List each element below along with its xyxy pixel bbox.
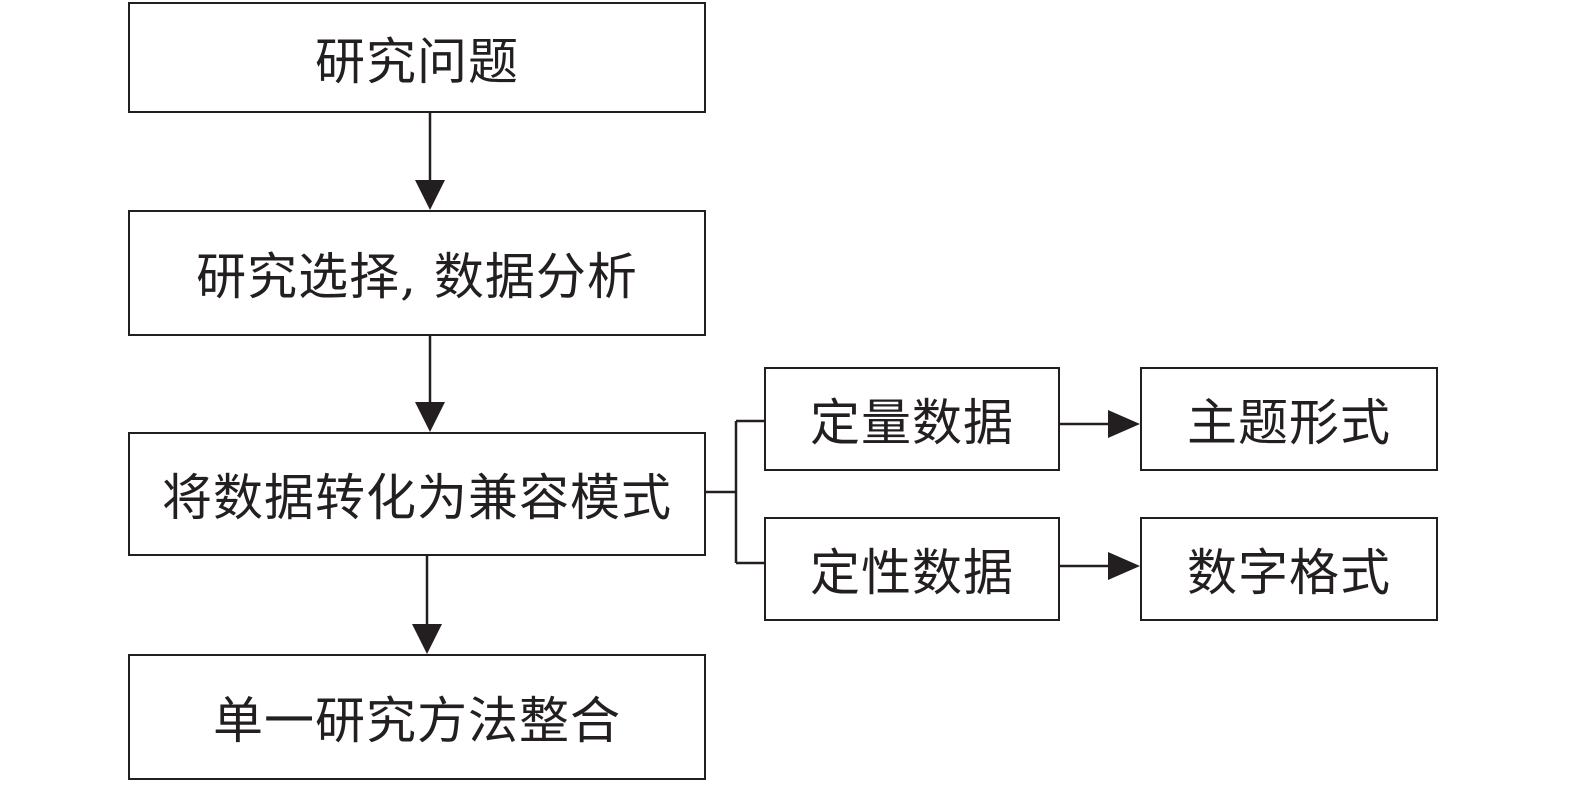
box-study-selection: 研究选择, 数据分析 [128, 210, 706, 336]
box-thematic-form: 主题形式 [1140, 367, 1438, 471]
box-qualitative-data: 定性数据 [764, 517, 1060, 621]
box-thematic-form-label: 主题形式 [1187, 394, 1391, 452]
box-numeric-form-label: 数字格式 [1187, 544, 1391, 602]
arrow-4-head [1108, 410, 1140, 438]
box-research-question-label: 研究问题 [315, 32, 519, 91]
box-quantitative-data: 定量数据 [764, 367, 1060, 471]
arrow-5-head [1108, 552, 1140, 580]
box-convert-data: 将数据转化为兼容模式 [128, 432, 706, 556]
arrow-1-head [415, 180, 445, 210]
box-numeric-form: 数字格式 [1140, 517, 1438, 621]
arrow-2-head [415, 402, 445, 432]
arrow-3-head [412, 624, 442, 654]
box-qualitative-data-label: 定性数据 [810, 544, 1014, 602]
box-convert-data-label: 将数据转化为兼容模式 [162, 469, 672, 527]
box-study-selection-label: 研究选择, 数据分析 [196, 248, 638, 306]
box-single-method-integration: 单一研究方法整合 [128, 654, 706, 780]
box-research-question: 研究问题 [128, 2, 706, 113]
box-single-method-integration-label: 单一研究方法整合 [213, 692, 621, 750]
box-quantitative-data-label: 定量数据 [810, 394, 1014, 452]
